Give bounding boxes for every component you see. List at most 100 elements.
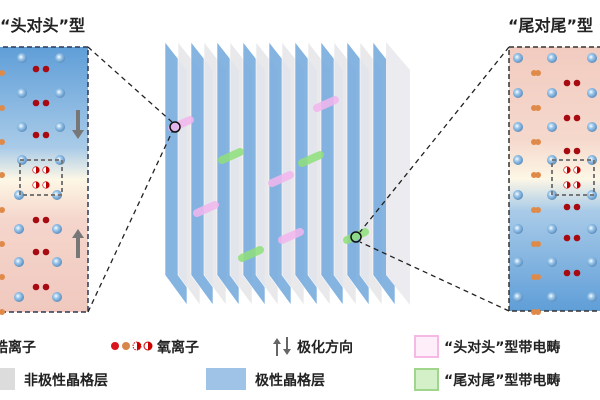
oxygen-ion-half	[36, 181, 40, 189]
oxygen-ion	[32, 248, 40, 256]
oxygen-ion	[32, 65, 40, 73]
down-arrow-icon	[72, 110, 84, 139]
oxygen-ion	[573, 203, 581, 211]
hf-ion	[513, 292, 523, 302]
atoms	[0, 53, 597, 315]
polar-swatch	[206, 368, 246, 390]
charged-domain-wall	[168, 116, 194, 132]
oxygen-ion-half	[567, 181, 571, 189]
zr-ion	[0, 70, 5, 76]
hf-ion	[52, 190, 62, 200]
charged-domain-wall	[268, 171, 294, 187]
oxygen-ion-half	[46, 181, 50, 189]
hf-ion	[547, 292, 557, 302]
hf-ion	[52, 224, 62, 234]
hf-ion	[587, 257, 597, 267]
legend-zr-label: 锆离子	[0, 340, 36, 356]
hf-ion	[17, 88, 27, 98]
tt-wall-swatch	[414, 368, 439, 391]
zr-ion	[0, 139, 5, 145]
up-arrow-icon	[72, 229, 84, 258]
hf-ion	[513, 257, 523, 267]
hf-ion	[55, 88, 65, 98]
charged-domain-wall	[298, 151, 324, 167]
hf-ion	[513, 53, 523, 63]
zr-ion	[0, 241, 5, 247]
oxygen-ion-half	[36, 166, 40, 174]
legend-tt-label: “尾对尾”型带电畴	[444, 373, 561, 389]
zr-ion	[535, 207, 541, 213]
oxygen-ion-half	[567, 166, 571, 174]
zr-ion	[535, 309, 541, 315]
charged-domain-wall	[278, 228, 304, 244]
zr-ion	[535, 105, 541, 111]
hf-ion	[513, 224, 523, 234]
hf-ion	[14, 257, 24, 267]
zr-ion	[535, 70, 541, 76]
oxygen-ion	[32, 99, 40, 107]
head-to-head-title: “头对头”型	[0, 16, 85, 35]
legend-oxygen-label: 氧离子	[157, 340, 199, 356]
legend-nonpolar-label: 非极性晶格层	[24, 373, 108, 389]
hf-ion	[587, 122, 597, 132]
hf-ion	[513, 190, 523, 200]
oxygen-ion-half	[577, 181, 581, 189]
oxygen-ion	[573, 269, 581, 277]
head-to-head-panel	[0, 46, 89, 313]
oxygen-ion	[32, 283, 40, 291]
oxygen-ion	[32, 131, 40, 139]
oxygen-ion	[573, 114, 581, 122]
oxygen-ion	[42, 283, 50, 291]
oxygen-ion	[42, 99, 50, 107]
hf-ion	[587, 224, 597, 234]
oxygen-ion-half	[577, 166, 581, 174]
legend-polarization-label: 极化方向	[297, 340, 353, 356]
legend-hh-label: “头对头”型带电畴	[444, 340, 561, 356]
nonpolar-layer	[386, 42, 410, 305]
hf-ion	[513, 88, 523, 98]
zr-ion	[0, 172, 5, 178]
hf-ion	[17, 53, 27, 63]
zr-ion	[535, 139, 541, 145]
legend-icons	[111, 337, 291, 356]
hf-ion	[547, 224, 557, 234]
zr-ion	[0, 309, 5, 315]
hf-ion	[547, 53, 557, 63]
tail-to-tail-title: “尾对尾”型	[508, 16, 594, 35]
oxygen-ion	[42, 216, 50, 224]
oxygen-ion	[563, 234, 571, 242]
oxygen-ion	[563, 79, 571, 87]
oxygen-ion	[42, 248, 50, 256]
oxygen-ion	[563, 114, 571, 122]
hf-ion	[513, 155, 523, 165]
hf-ion	[587, 292, 597, 302]
hh-wall-swatch	[414, 335, 439, 358]
zr-ion	[535, 172, 541, 178]
hf-ion	[52, 292, 62, 302]
hf-ion	[55, 53, 65, 63]
charged-domain-wall	[313, 96, 339, 112]
hf-ion	[55, 122, 65, 132]
hf-ion	[513, 122, 523, 132]
oxygen-ion	[563, 203, 571, 211]
oxygen-ion	[42, 131, 50, 139]
zoom-lines	[87, 46, 510, 313]
tail-to-tail-panel	[508, 46, 600, 312]
hh-marker	[169, 121, 181, 133]
highlight-box	[19, 159, 63, 196]
hf-ion	[547, 122, 557, 132]
charged-domain-wall	[238, 246, 264, 262]
hf-ion	[17, 122, 27, 132]
oxygen-ion	[573, 147, 581, 155]
oxygen-ion	[563, 147, 571, 155]
nonpolar-swatch	[0, 368, 15, 390]
hf-ion	[52, 257, 62, 267]
legend-polar-label: 极性晶格层	[255, 373, 325, 389]
highlight-box	[551, 159, 595, 196]
oxygen-ion	[563, 269, 571, 277]
hf-ion	[14, 292, 24, 302]
hf-ion	[547, 257, 557, 267]
zr-ion	[535, 274, 541, 280]
hf-ion	[587, 88, 597, 98]
